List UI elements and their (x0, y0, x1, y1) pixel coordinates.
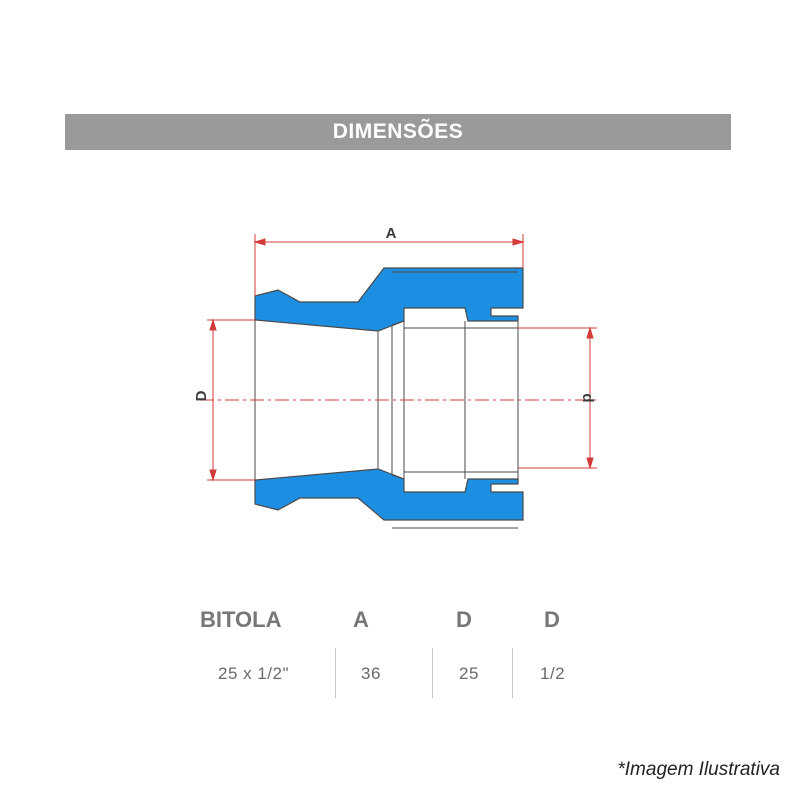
banner-title: DIMENSÕES (332, 120, 464, 143)
dimension-thread-d (518, 326, 597, 470)
table-header-d-outer: D (456, 607, 472, 632)
table-cell-bitola: 25 x 1/2" (218, 664, 290, 683)
table-cell-a: 36 (361, 664, 381, 683)
illustrative-image-note: *Imagem Ilustrativa (617, 759, 780, 780)
fitting-body-top (254, 267, 524, 332)
table-divider (335, 648, 336, 698)
table-header-a: A (353, 607, 369, 632)
dimension-outer-d-label: D (193, 390, 210, 401)
table-cell-d-thread: 1/2 (540, 664, 566, 683)
table-divider (432, 648, 433, 698)
table-divider (512, 648, 513, 698)
dimension-a-label: A (386, 225, 397, 242)
table-cell-d-outer: 25 (459, 664, 479, 683)
fitting-body-bottom (254, 468, 524, 521)
dimension-thread-d-label: d (579, 393, 596, 402)
table-header-d-thread: D (544, 607, 560, 632)
dimensions-banner: DIMENSÕES (65, 114, 731, 150)
dimension-outer-d (207, 318, 255, 482)
table-header-bitola: BITOLA (200, 607, 282, 632)
dimension-a (253, 234, 525, 296)
